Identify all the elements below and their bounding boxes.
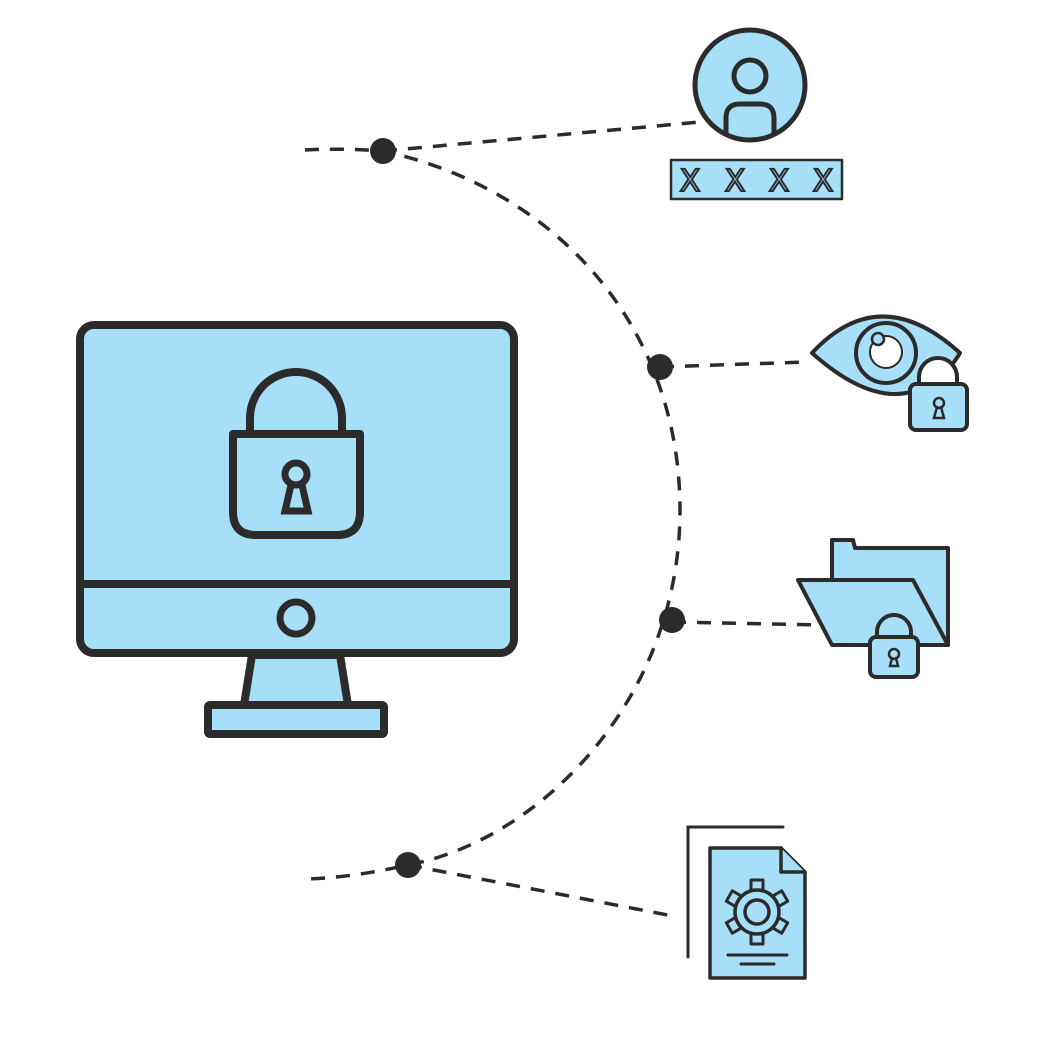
mask-char: X [680,164,701,199]
document-gear-icon [686,825,807,980]
connector-folder [671,620,823,627]
node-dot [659,607,685,633]
mask-char: X [769,164,790,199]
folder-lock-icon [796,538,950,679]
monitor-lock-icon [76,321,518,738]
eye-lock-icon [810,314,969,432]
node-dot [370,138,396,164]
connector-document [407,863,679,919]
node-dot [647,354,673,380]
node-dot [395,852,421,878]
mask-char: X [725,164,746,199]
user-avatar-icon [692,27,808,143]
gear-icon [724,878,790,946]
password-field-icon: X X X X [669,158,844,201]
connector-user [382,120,701,153]
connection-arc [304,147,682,881]
connector-eye [659,360,806,369]
mask-char: X [813,164,834,199]
